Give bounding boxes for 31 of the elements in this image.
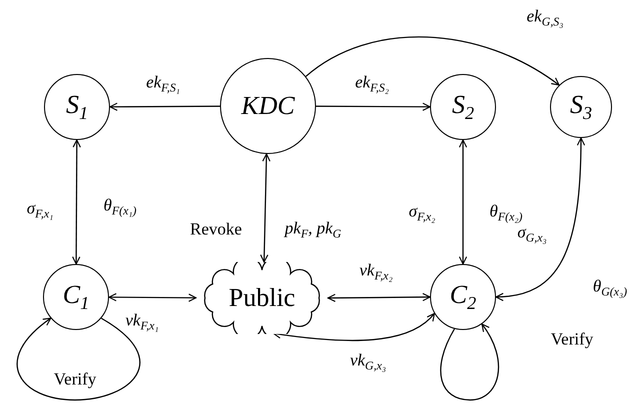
node-label: C$_{1}$ [62, 280, 90, 314]
node-label: S$_{2}$ [452, 90, 474, 124]
arrow [316, 102, 431, 111]
node-label: Public [228, 283, 296, 313]
node-label: C$_{2}$ [450, 280, 476, 314]
edge-label: vk$_{F,x₂}$ [358, 261, 394, 283]
arrow [72, 139, 81, 265]
edge-label: vk$_{G,x₃}$ [348, 351, 388, 373]
arrow [305, 36, 560, 86]
arrow [458, 139, 468, 265]
node-label: S$_{3}$ [570, 90, 592, 124]
text-label: θ$_{F(x₂)}$ [488, 202, 524, 224]
arrow [108, 293, 197, 302]
arrow [272, 312, 435, 342]
arrow [327, 292, 431, 302]
edge-label: pk$_{F}$, pk$_{G}$ [284, 219, 342, 241]
arrow [109, 102, 220, 111]
edge-label: Verify [52, 370, 98, 390]
edge-label: ek$_{G,S₃}$ [526, 7, 564, 29]
loop-arrow [440, 324, 500, 401]
edge-label: Verify [550, 330, 594, 350]
arrow [260, 153, 270, 263]
node-label: KDC [241, 91, 295, 121]
text-label: θ$_{F(x₁)}$ [102, 196, 138, 218]
text-label: θ$_{G(x₃)}$ [592, 277, 628, 299]
arrow [495, 137, 586, 301]
node-label: S$_{1}$ [66, 90, 88, 124]
loop-arrow [16, 318, 140, 401]
edge-label: ek$_{F,S₂}$ [354, 73, 390, 95]
edge-label: ek$_{F,S₁}$ [145, 73, 181, 95]
edge-label: vk$_{F,x₁}$ [124, 311, 160, 333]
